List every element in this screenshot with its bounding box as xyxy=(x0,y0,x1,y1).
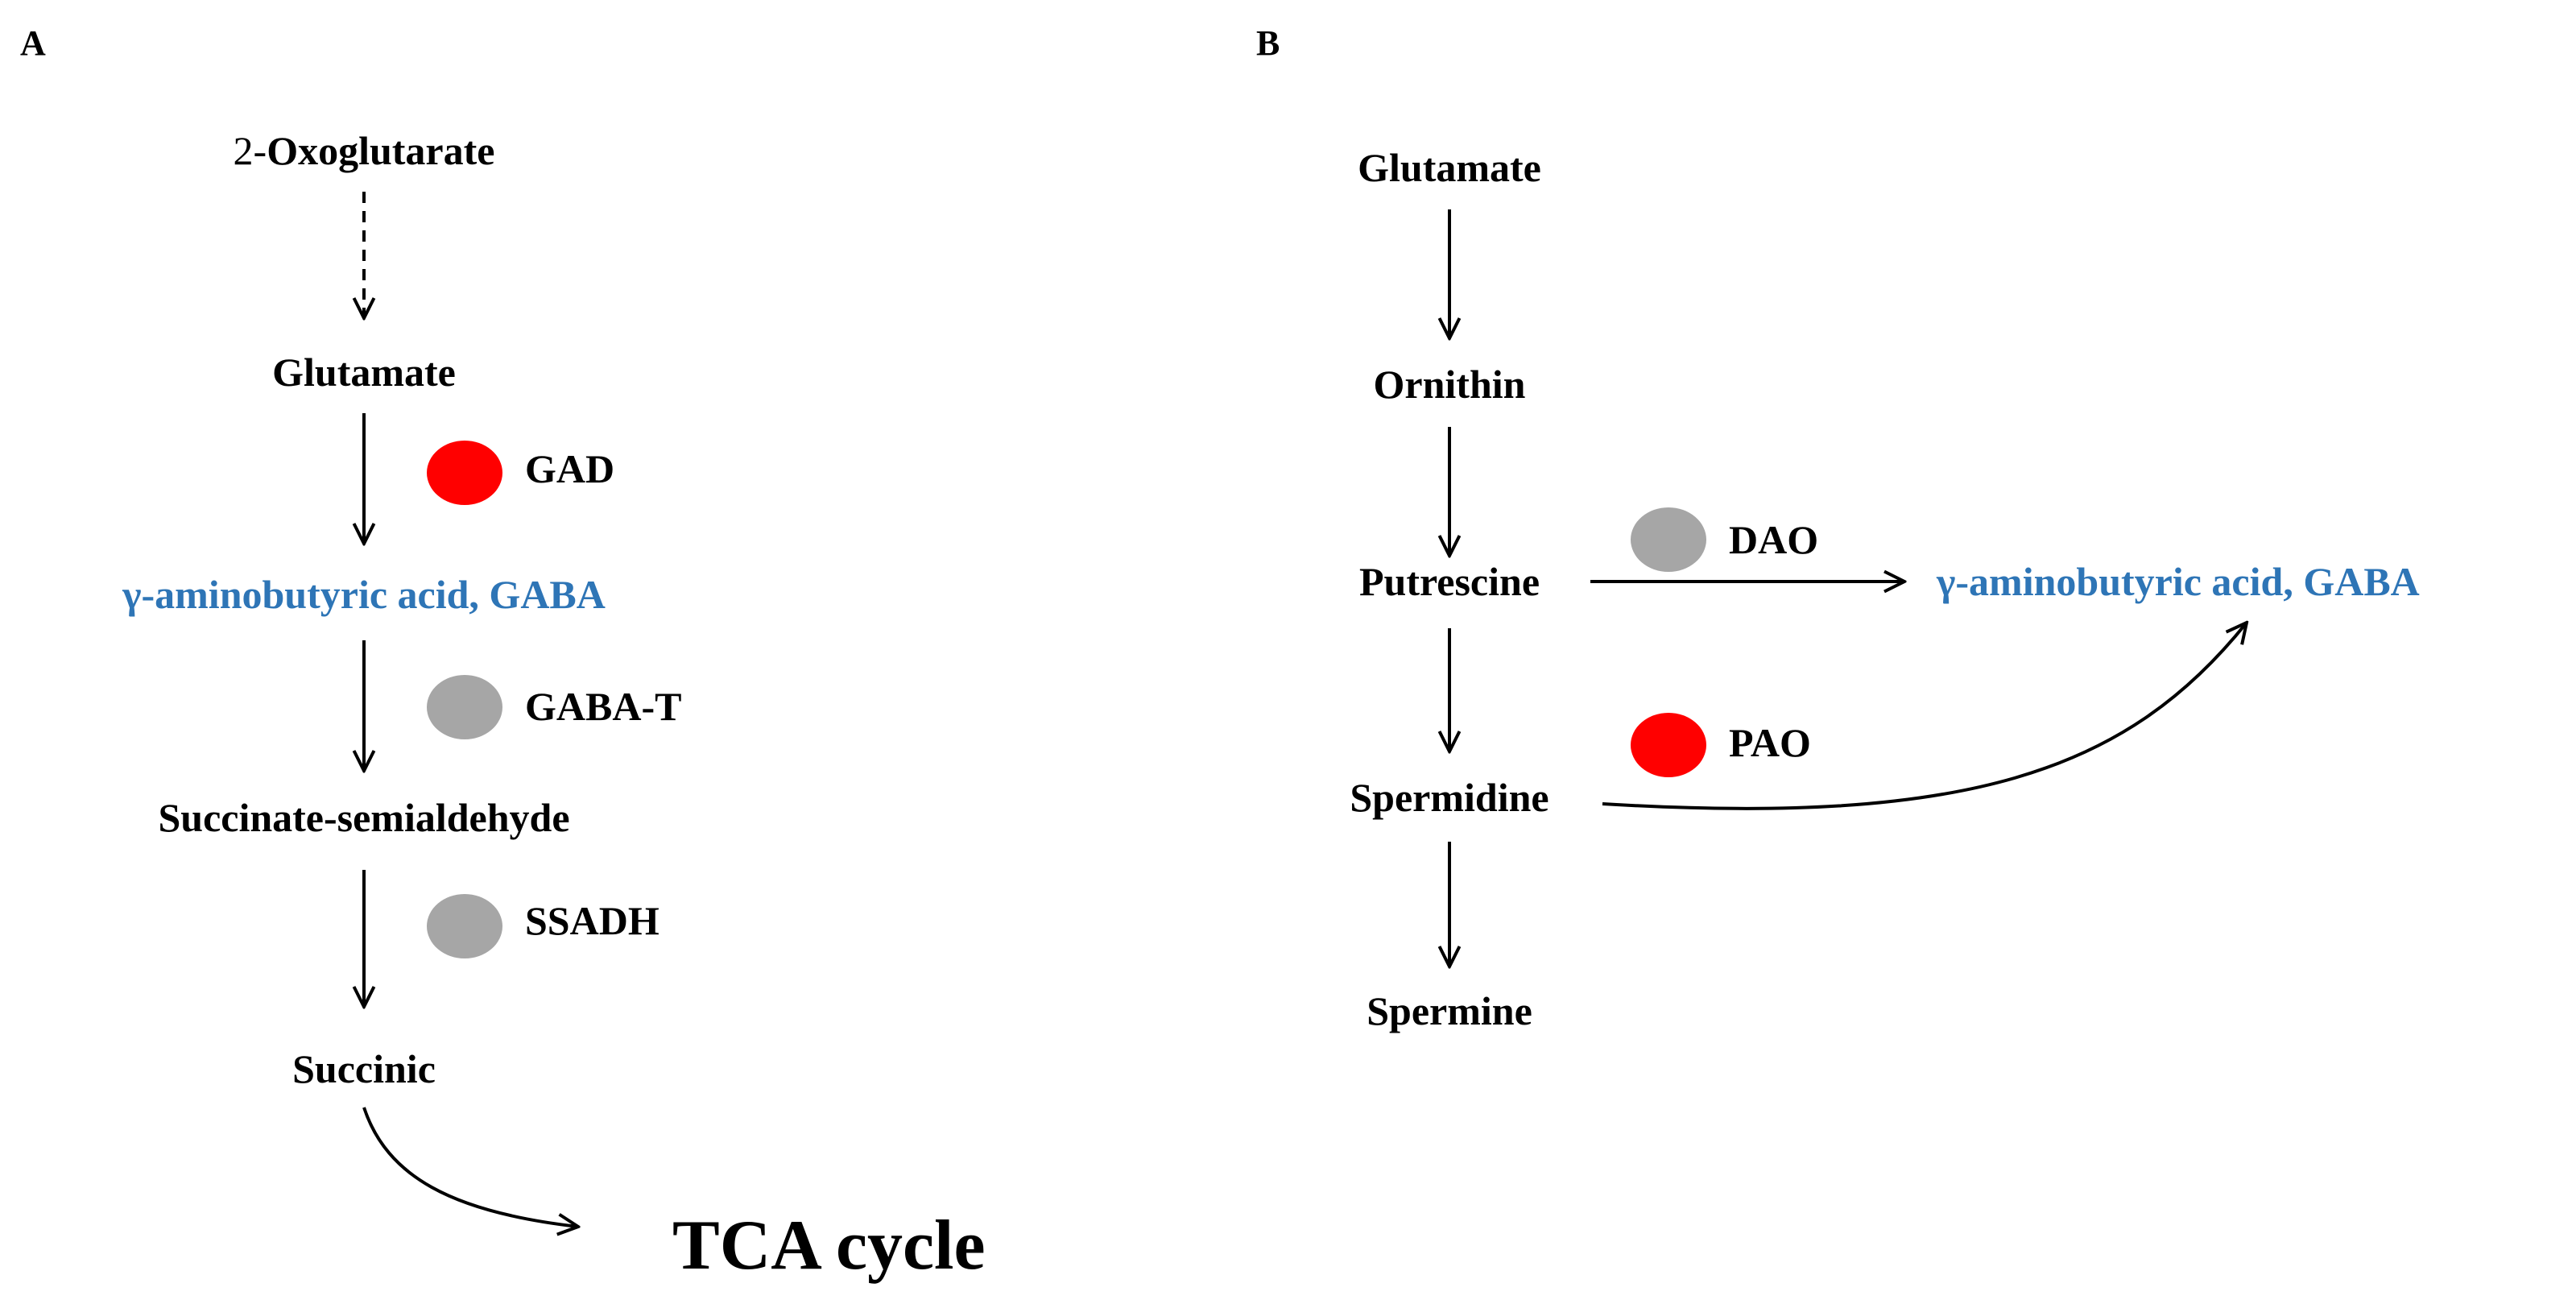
arrow-spermidine-to-gaba xyxy=(1602,623,2247,810)
enzyme-label-dao: DAO xyxy=(1729,517,1819,562)
enzyme-label-gaba-t: GABA-T xyxy=(525,684,682,729)
enzyme-indicator-gad xyxy=(427,441,502,505)
panel-label-a: A xyxy=(20,23,46,63)
node-glutamate-a: Glutamate xyxy=(272,350,456,395)
arrow-succinic-to-tca xyxy=(362,1107,578,1227)
node-gaba-b: γ-aminobutyric acid, GABA xyxy=(1937,559,2420,604)
node-succinate-semialdehyde: Succinate-semialdehyde xyxy=(158,795,570,840)
enzyme-label-pao: PAO xyxy=(1729,720,1811,765)
node-spermidine: Spermidine xyxy=(1350,775,1549,820)
node-2-oxoglutarate-label: Oxoglutarate xyxy=(267,128,495,173)
enzyme-indicator-gaba-t xyxy=(427,675,502,739)
node-ornithin: Ornithin xyxy=(1373,362,1526,407)
node-putrescine: Putrescine xyxy=(1358,559,1540,604)
enzyme-indicator-ssadh xyxy=(427,894,502,958)
node-tca-cycle: TCA cycle xyxy=(672,1207,986,1285)
node-spermine: Spermine xyxy=(1367,988,1532,1033)
node-succinic: Succinic xyxy=(292,1046,436,1091)
enzyme-indicator-dao xyxy=(1631,507,1706,572)
panel-label-b: B xyxy=(1256,23,1280,63)
enzyme-label-gad: GAD xyxy=(525,446,615,491)
node-gaba-a: γ-aminobutyric acid, GABA xyxy=(122,572,606,617)
enzyme-label-ssadh: SSADH xyxy=(525,898,660,943)
enzyme-indicator-pao xyxy=(1631,713,1706,777)
node-2-oxoglutarate: 2-Oxoglutarate xyxy=(233,128,495,173)
node-glutamate-b: Glutamate xyxy=(1358,145,1541,190)
